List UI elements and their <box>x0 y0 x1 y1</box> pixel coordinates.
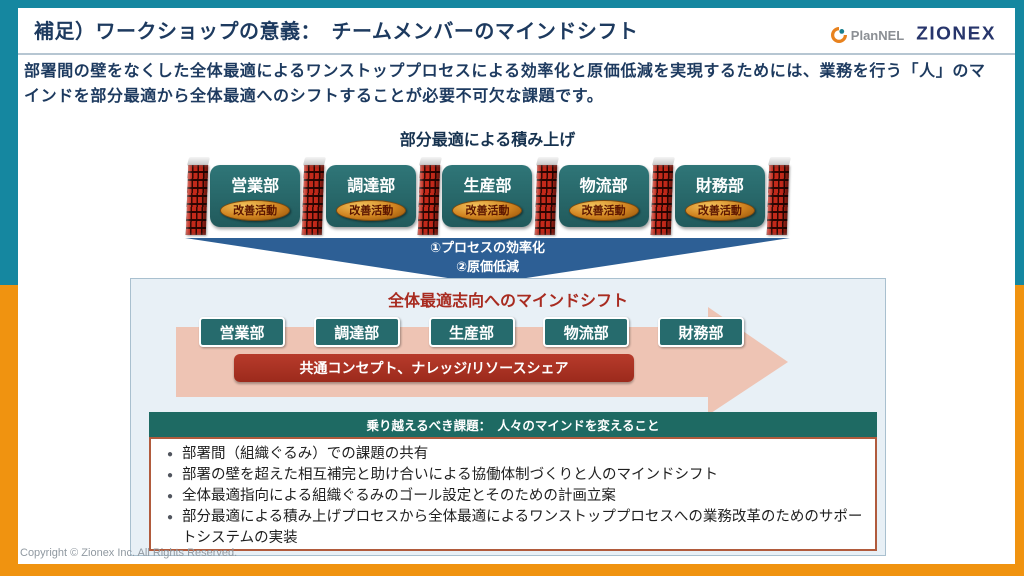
wall-bricks <box>766 165 790 235</box>
bullet-item: ● 全体最適指向による組織ぐるみのゴール設定とそのための計画立案 <box>167 486 863 507</box>
copyright-text: Copyright © Zionex Inc. All Rights Reser… <box>20 547 238 559</box>
partial-optimization-heading: 部分最適による積み上げ <box>399 132 576 149</box>
department-label: 物流部 <box>579 177 628 195</box>
department-label: 生産部 <box>463 177 512 195</box>
bullet-text: 全体最適指向による組織ぐるみのゴール設定とそのための計画立案 <box>182 488 616 504</box>
chevron-text: ①プロセスの効率化 ②原価低減 <box>185 239 790 277</box>
bullet-item: ● 部分最適による積み上げプロセスから全体最適によるワンストッププロセスへの業務改… <box>167 507 863 549</box>
challenge-header: 乗り越えるべき課題： 人々のマインドを変えること <box>149 412 877 437</box>
chevron-line-1: ①プロセスの効率化 <box>429 240 545 255</box>
brick-wall <box>185 157 211 235</box>
challenge-bullet-list: ● 部署間（組織ぐるみ）での課題の共有 ● 部署の壁を超えた相互補完と助け合いによる… <box>167 444 863 549</box>
improvement-badge: 改善活動 <box>336 199 407 221</box>
department-box-logistics: 物流部 改善活動 <box>558 165 649 227</box>
efficiency-chevron: ①プロセスの効率化 ②原価低減 <box>185 238 790 286</box>
plannel-swirl-icon <box>830 27 847 43</box>
department-box-procurement: 調達部 改善活動 <box>326 165 417 227</box>
improvement-badge: 改善活動 <box>684 199 755 221</box>
department-label: 営業部 <box>231 177 280 195</box>
chevron-down-shape <box>185 238 790 284</box>
frame-right-border <box>1015 0 1024 576</box>
chevron-line-2: ②原価低減 <box>455 258 519 274</box>
brick-wall <box>766 157 792 235</box>
title-separator <box>18 53 1015 55</box>
department-box-sales: 営業部 改善活動 <box>210 165 301 227</box>
department-box-sales: 営業部 <box>199 317 285 347</box>
department-box-production: 生産部 改善活動 <box>442 165 533 227</box>
page-title: 補足）ワークショップの意義： チームメンバーのマインドシフト <box>34 21 639 43</box>
plannel-logo-text: PlanNEL <box>850 27 905 43</box>
shared-concept-banner: 共通コンセプト、ナレッジ/リソースシェア <box>234 354 634 382</box>
mindshift-arrow: 営業部 調達部 生産部 物流部 財務部 共通コンセプト、ナレッジ/リソースシェア <box>131 305 887 417</box>
bullet-icon: ● <box>167 470 174 481</box>
partial-optimization-section: 部分最適による積み上げ 営業部 改善活動 調達部 改善活動 生産部 改善活動 物… <box>185 126 792 286</box>
zionex-logo: ZIONEX <box>916 24 996 45</box>
bullet-icon: ● <box>167 512 174 523</box>
bullet-icon: ● <box>167 491 174 502</box>
improvement-badge: 改善活動 <box>220 199 291 221</box>
brick-wall <box>301 157 327 235</box>
wall-bricks <box>418 165 441 235</box>
bullet-item: ● 部署の壁を超えた相互補完と助け合いによる協働体制づくりと人のマインドシフト <box>167 465 863 486</box>
department-box-finance: 財務部 <box>658 317 744 347</box>
improvement-badge: 改善活動 <box>452 199 523 221</box>
department-box-logistics: 物流部 <box>543 317 630 347</box>
challenge-bullet-box: ● 部署間（組織ぐるみ）での課題の共有 ● 部署の壁を超えた相互補完と助け合いによる… <box>149 437 877 551</box>
frame-top-border <box>0 0 1024 8</box>
wall-bricks <box>534 165 557 235</box>
department-label: 調達部 <box>347 177 396 195</box>
wall-bricks <box>650 165 673 235</box>
frame-left-border <box>0 0 18 576</box>
frame-bottom-border <box>0 564 1024 576</box>
department-box-production: 生産部 <box>428 317 515 347</box>
brick-wall <box>534 157 559 235</box>
mindshift-section: 全体最適志向へのマインドシフト 営業部 調達部 生産部 物流部 財務部 共通コン… <box>130 278 886 556</box>
improvement-badge: 改善活動 <box>568 199 639 221</box>
department-box-finance: 財務部 改善活動 <box>674 165 765 227</box>
department-label: 財務部 <box>695 177 744 195</box>
mindshift-title: 全体最適志向へのマインドシフト <box>387 293 628 310</box>
department-walls-row: 営業部 改善活動 調達部 改善活動 生産部 改善活動 物流部 改善活動 財務部 … <box>185 156 792 236</box>
department-box-procurement: 調達部 <box>313 317 400 347</box>
logo-group: PlanNEL ZIONEX <box>830 24 996 46</box>
bullet-item: ● 部署間（組織ぐるみ）での課題の共有 <box>167 444 863 465</box>
bullet-text: 部署間（組織ぐるみ）での課題の共有 <box>182 446 429 462</box>
intro-text: 部署間の壁をなくした全体最適によるワンストッププロセスによる効率化と原価低減を実… <box>24 63 986 105</box>
plannel-logo: PlanNEL <box>830 27 905 43</box>
wall-bricks <box>301 165 325 235</box>
bullet-icon: ● <box>167 449 174 460</box>
mindshift-department-row: 営業部 調達部 生産部 物流部 財務部 <box>199 317 744 347</box>
wall-bricks <box>185 165 209 235</box>
bullet-text: 部署の壁を超えた相互補完と助け合いによる協働体制づくりと人のマインドシフト <box>182 467 719 483</box>
brick-wall <box>417 157 443 235</box>
brick-wall <box>650 157 675 235</box>
bullet-text: 部分最適による積み上げプロセスから全体最適によるワンストッププロセスへの業務改革… <box>182 509 863 546</box>
